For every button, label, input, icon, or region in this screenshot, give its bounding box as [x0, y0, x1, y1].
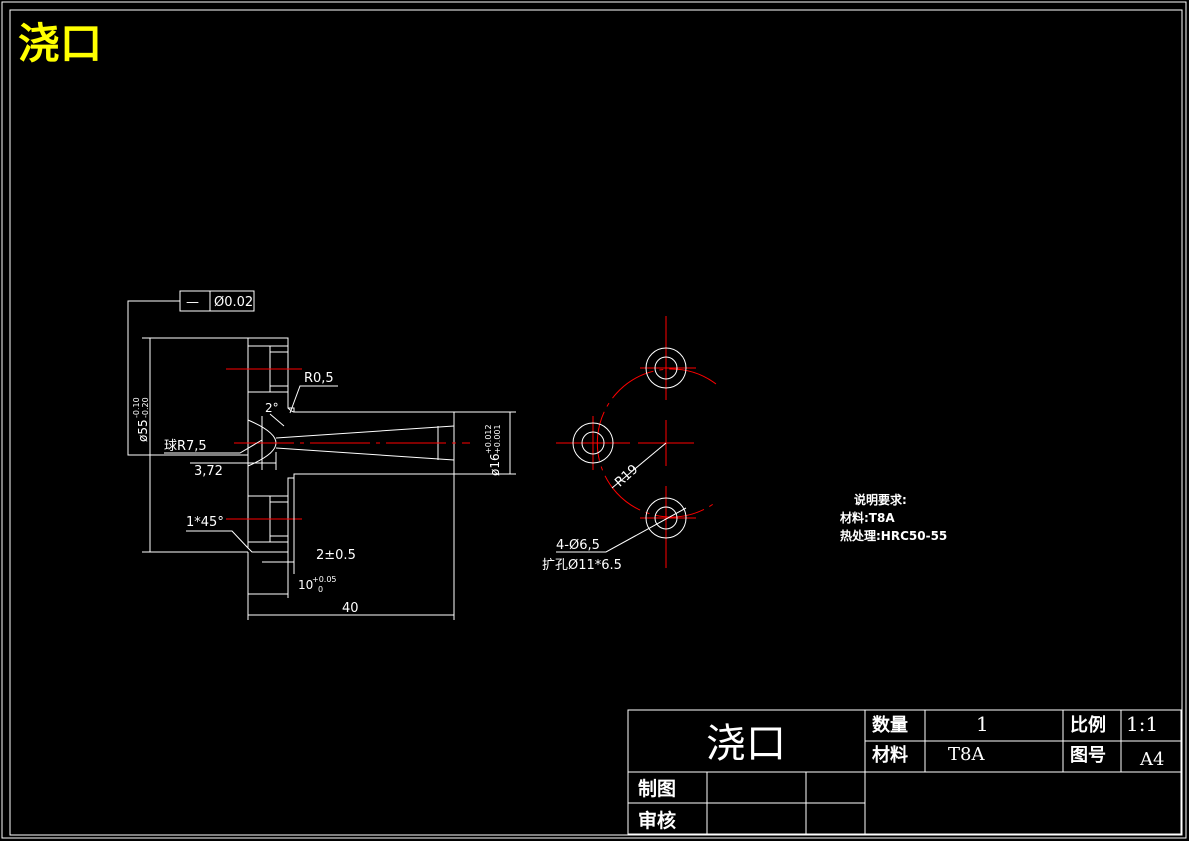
groove-label: 2±0.5	[316, 548, 356, 563]
hole-top-inner	[654, 356, 678, 380]
scale-value: 1:1	[1126, 712, 1158, 736]
part-name: 浇口	[706, 721, 786, 767]
drawing-no-value: A4	[1139, 749, 1164, 770]
side-view-centerlines	[226, 368, 470, 520]
flange-thk-upper: +0.05	[312, 575, 337, 584]
depth-label: 3,72	[194, 464, 223, 479]
flange-thk-lower: 0	[318, 585, 323, 594]
qty-value: 1	[976, 712, 989, 736]
chamfer-label: 1*45°	[186, 515, 224, 530]
side-view-labels: — Ø0.02 ø55 -0.10 -0.20 ø16 +0.012 +0.00…	[132, 295, 502, 616]
notes: 说明要求: 材料:T8A 热处理:HRC50-55	[839, 492, 947, 543]
counterbore-label: 扩孔Ø11*6.5	[542, 558, 622, 573]
scale-label: 比例	[1070, 714, 1106, 736]
notes-material: 材料:T8A	[839, 510, 895, 525]
flatness-symbol: —	[186, 295, 199, 310]
flange-dia-nominal: ø55	[136, 419, 150, 442]
shaft-dia-upper: +0.012	[484, 424, 493, 454]
shaft-dia-lower: +0.001	[493, 424, 502, 454]
flange-dia-lower: -0.20	[141, 397, 150, 418]
checked-label: 审核	[638, 809, 676, 832]
hole-bottom-inner	[654, 506, 678, 530]
front-view: R19 4-Ø6,5 扩孔Ø11*6.5	[542, 316, 717, 573]
flange-outline	[247, 337, 455, 553]
taper-label: 2°	[265, 401, 279, 415]
side-view-dimensions	[127, 290, 516, 620]
hole-left-inner	[581, 431, 605, 455]
holes-label: 4-Ø6,5	[556, 538, 600, 553]
hole-top-outer	[645, 347, 687, 389]
notes-heat: 热处理:HRC50-55	[840, 528, 947, 543]
side-view	[247, 337, 455, 553]
radius-label: R19	[612, 462, 641, 490]
drawing-no-label: 图号	[1070, 745, 1106, 766]
fillet-label: R0,5	[304, 371, 334, 386]
inner-frame	[9, 9, 1183, 836]
drawn-label: 制图	[638, 777, 676, 800]
length-label: 40	[342, 601, 359, 616]
hole-bottom-outer	[645, 497, 687, 539]
notes-heading: 说明要求:	[854, 492, 907, 507]
flange-dia-upper: -0.10	[132, 397, 141, 418]
flatness-value: Ø0.02	[214, 295, 253, 310]
shaft-dia-nominal: ø16	[488, 453, 502, 476]
qty-label: 数量	[872, 714, 908, 736]
title-block	[627, 709, 1182, 835]
drawing-title: 浇口	[18, 19, 102, 68]
material-label: 材料	[872, 744, 908, 766]
material-value: T8A	[948, 744, 985, 765]
hole-left-outer	[572, 422, 614, 464]
flange-thk-nominal: 10	[298, 578, 313, 592]
sphere-label: 球R7,5	[164, 439, 207, 454]
title-block-text: 浇口 数量 1 比例 1:1 材料 T8A 图号 A4 制图 审核	[638, 712, 1164, 832]
